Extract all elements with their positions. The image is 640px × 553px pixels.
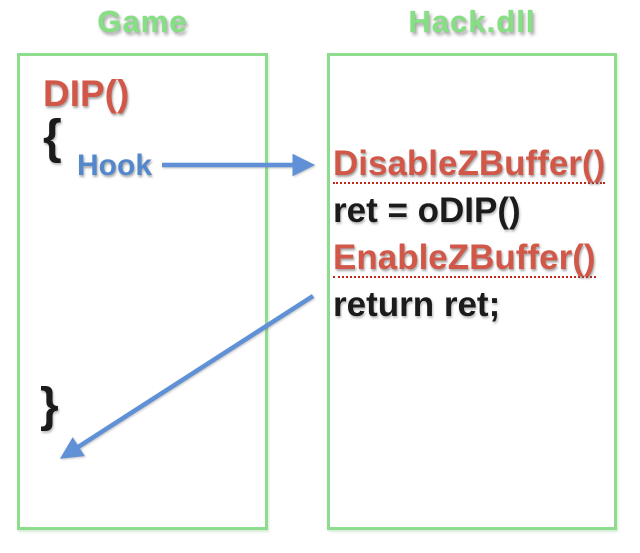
hack-panel-box [327,53,617,530]
close-brace: } [40,379,59,432]
hack-panel-title: Hack.dll [408,4,536,39]
code-line-call-original: ret = oDIP() [333,191,521,230]
open-brace: { [43,111,62,164]
hack-code-block: DisableZBuffer() ret = oDIP() EnableZBuf… [333,140,606,328]
game-function-name: DIP() [43,73,130,114]
hook-label: Hook [77,149,152,182]
game-panel-title: Game [97,4,188,39]
code-line-enable-zbuffer: EnableZBuffer() [333,238,596,278]
code-line-disable-zbuffer: DisableZBuffer() [333,144,606,184]
code-line-return: return ret; [333,285,501,324]
